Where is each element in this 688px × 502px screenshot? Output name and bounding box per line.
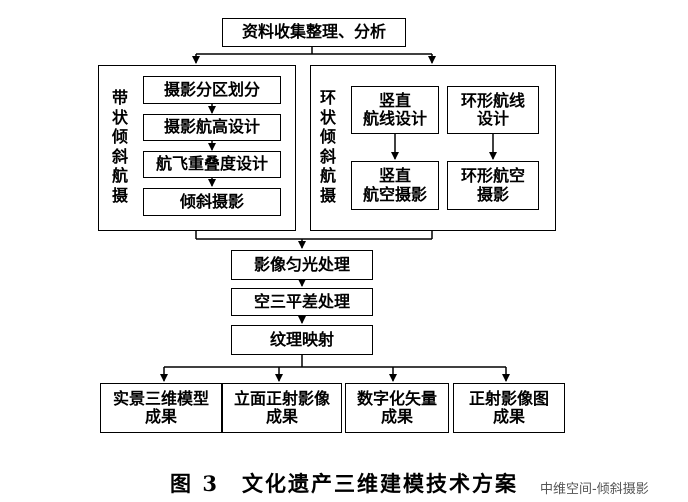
output-3d-model: 实景三维模型 成果	[100, 383, 222, 433]
vertical-aerial-photo: 竖直 航空摄影	[351, 161, 439, 210]
step-oblique-photography: 倾斜摄影	[143, 188, 281, 216]
aerotriangulation-box: 空三平差处理	[231, 288, 373, 316]
watermark: 中维空间-倾斜摄影	[540, 482, 649, 497]
data-collection-box: 资料收集整理、分析	[222, 18, 406, 47]
texture-mapping-box: 纹理映射	[231, 325, 373, 355]
output-ortho-map: 正射影像图 成果	[453, 383, 565, 433]
step-zone-division: 摄影分区划分	[143, 76, 281, 104]
vertical-route-design: 竖直 航线设计	[351, 86, 439, 134]
ring-oblique-label: 环状倾斜航摄	[319, 88, 336, 205]
output-vector: 数字化矢量 成果	[345, 383, 449, 433]
step-overlap-design: 航飞重叠度设计	[143, 151, 281, 178]
ring-route-design: 环形航线 设计	[447, 86, 539, 134]
strip-oblique-group	[98, 65, 296, 231]
figure-caption: 图 3 文化遗产三维建模技术方案	[170, 471, 518, 496]
ring-oblique-group	[310, 65, 556, 231]
image-dodging-box: 影像匀光处理	[231, 250, 373, 280]
output-facade-ortho: 立面正射影像 成果	[222, 383, 342, 433]
ring-aerial-photo: 环形航空 摄影	[447, 161, 539, 210]
step-flight-height: 摄影航高设计	[143, 114, 281, 141]
strip-oblique-label: 带状倾斜航摄	[111, 88, 128, 205]
